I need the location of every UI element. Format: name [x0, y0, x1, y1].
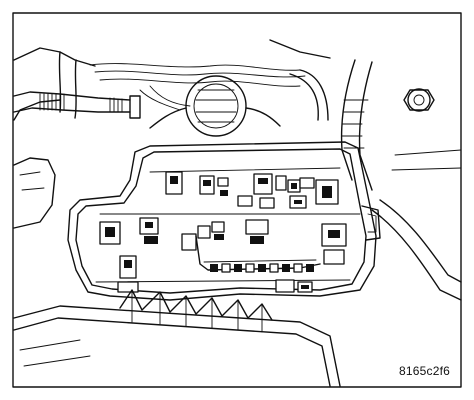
engine-bay-background	[13, 39, 462, 301]
fuse-relay-array	[99, 171, 347, 293]
fuse-box-housing	[67, 141, 381, 301]
foreground-air-box	[13, 289, 341, 387]
figure-code: 8165c2f6	[399, 364, 450, 378]
figure-border	[12, 12, 462, 388]
